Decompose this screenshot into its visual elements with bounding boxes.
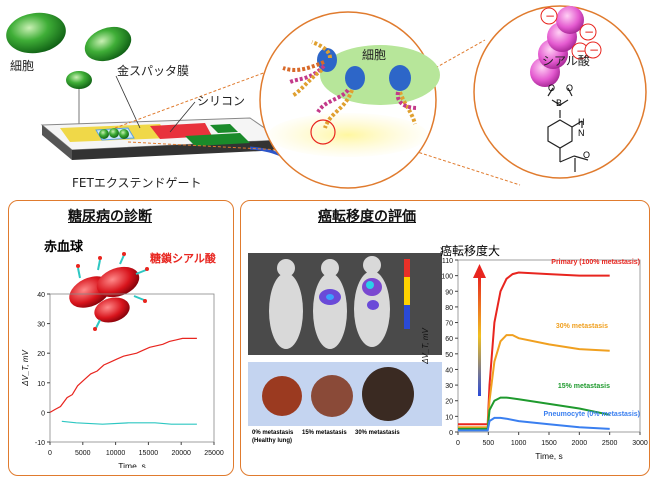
series-label: 15% metastasis <box>558 383 610 390</box>
x-tick-label: 500 <box>482 440 494 447</box>
series-label: Primary (100% metastasis) <box>551 259 640 266</box>
silicon-label: シリコン <box>197 94 246 108</box>
atom-b: B <box>556 98 563 108</box>
y-tick-label: 20 <box>37 351 45 358</box>
y-tick-label: 0 <box>41 410 45 417</box>
atom-o2: O <box>566 83 574 93</box>
y-tick-label: 80 <box>445 305 453 312</box>
plot-frame <box>49 293 215 443</box>
cell-icon <box>6 12 66 54</box>
sialic-sugar-label: 糖鎖シアル酸 <box>150 252 216 265</box>
cell-label: 細胞 <box>10 59 35 73</box>
y-tick-label: 90 <box>445 289 453 296</box>
red-blood-cell-icon <box>96 266 140 298</box>
y-tick-label: 10 <box>445 414 453 421</box>
y-tick-label: 60 <box>445 336 453 343</box>
metastasis-arrow-label: 癌転移度大 <box>440 244 501 258</box>
x-axis-label: Time, s <box>535 451 563 461</box>
metastasis-panel <box>240 200 650 476</box>
cell-icon <box>66 71 92 89</box>
top-schematic: − − − − <box>6 5 647 189</box>
y-tick-label: 110 <box>442 258 453 265</box>
atom-n: N <box>578 128 585 138</box>
x-tick-label: 10000 <box>106 450 126 457</box>
series-label: 30% metastasis <box>556 323 608 330</box>
y-tick-label: 20 <box>445 399 453 406</box>
series-line <box>458 396 610 430</box>
rbc-illustration <box>69 252 149 331</box>
y-tick-label: 30 <box>445 383 453 390</box>
cell-magnifier <box>259 11 440 189</box>
fet-label: FETエクステンドゲート <box>72 176 202 190</box>
lung-label-30: 30% metastasis <box>355 430 400 436</box>
lungs-photo <box>248 362 442 426</box>
cell-icon <box>84 26 132 62</box>
atom-o1: O <box>548 83 556 93</box>
plot-frame <box>457 259 641 433</box>
svg-text:−: − <box>576 44 586 58</box>
atom-o3: O <box>583 150 591 160</box>
y-tick-label: 30 <box>37 322 45 329</box>
gold-film-label: 金スパッタ膜 <box>117 64 190 78</box>
metastasis-title: 癌転移度の評価 <box>318 209 416 225</box>
svg-text:−: − <box>589 43 599 57</box>
x-tick-label: 1500 <box>541 440 557 447</box>
series-line <box>49 337 197 413</box>
rbc-label: 赤血球 <box>44 240 84 255</box>
y-tick-label: 0 <box>449 430 453 437</box>
cell-mid-label: 細胞 <box>362 48 387 62</box>
y-tick-label: -10 <box>35 440 45 447</box>
x-tick-label: 5000 <box>75 450 91 457</box>
x-tick-label: 0 <box>48 450 52 457</box>
fet-chip <box>40 117 299 164</box>
y-tick-label: 10 <box>37 381 45 388</box>
lung-label-0b: (Healthy lung) <box>252 438 292 444</box>
mouse-imaging-photo <box>248 253 442 355</box>
svg-text:−: − <box>584 25 594 39</box>
x-tick-label: 25000 <box>204 450 224 457</box>
diabetes-title: 糖尿病の診断 <box>68 209 152 225</box>
y-tick-label: 70 <box>445 321 453 328</box>
y-axis-label: ΔV_T, mV <box>21 349 30 386</box>
atom-h: H <box>578 117 585 127</box>
red-blood-cell-icon <box>94 297 130 323</box>
y-tick-label: 40 <box>445 367 453 374</box>
x-tick-label: 3000 <box>632 440 648 447</box>
y-tick-label: 40 <box>37 292 45 299</box>
x-tick-label: 0 <box>456 440 460 447</box>
x-tick-label: 2500 <box>602 440 618 447</box>
x-tick-label: 2000 <box>572 440 588 447</box>
x-tick-label: 15000 <box>139 450 159 457</box>
sialic-label: シアル酸 <box>542 54 590 68</box>
arrow-head-icon <box>473 264 486 278</box>
y-tick-label: 100 <box>441 274 453 281</box>
series-label: Pneumocyte (0% metastasis) <box>544 411 640 418</box>
y-axis-label: ΔV_T, mV <box>421 327 430 364</box>
lung-label-0: 0% metastasis <box>252 430 294 436</box>
molecule-magnifier: − − − − <box>473 5 647 179</box>
y-tick-label: 50 <box>445 352 453 359</box>
metastasis-chart: 0 500 1000 1500 2000 2500 3000 0 10 20 30 40 50 60 70 8… <box>421 258 648 461</box>
x-axis-label: Time, s <box>118 461 146 468</box>
x-tick-label: 1000 <box>511 440 527 447</box>
x-tick-label: 20000 <box>171 450 191 457</box>
series-line <box>458 416 610 432</box>
metastasis-scale-arrow <box>478 276 481 396</box>
series-line <box>61 420 197 425</box>
lung-label-15: 15% metastasis <box>302 430 347 436</box>
svg-text:−: − <box>545 9 555 23</box>
